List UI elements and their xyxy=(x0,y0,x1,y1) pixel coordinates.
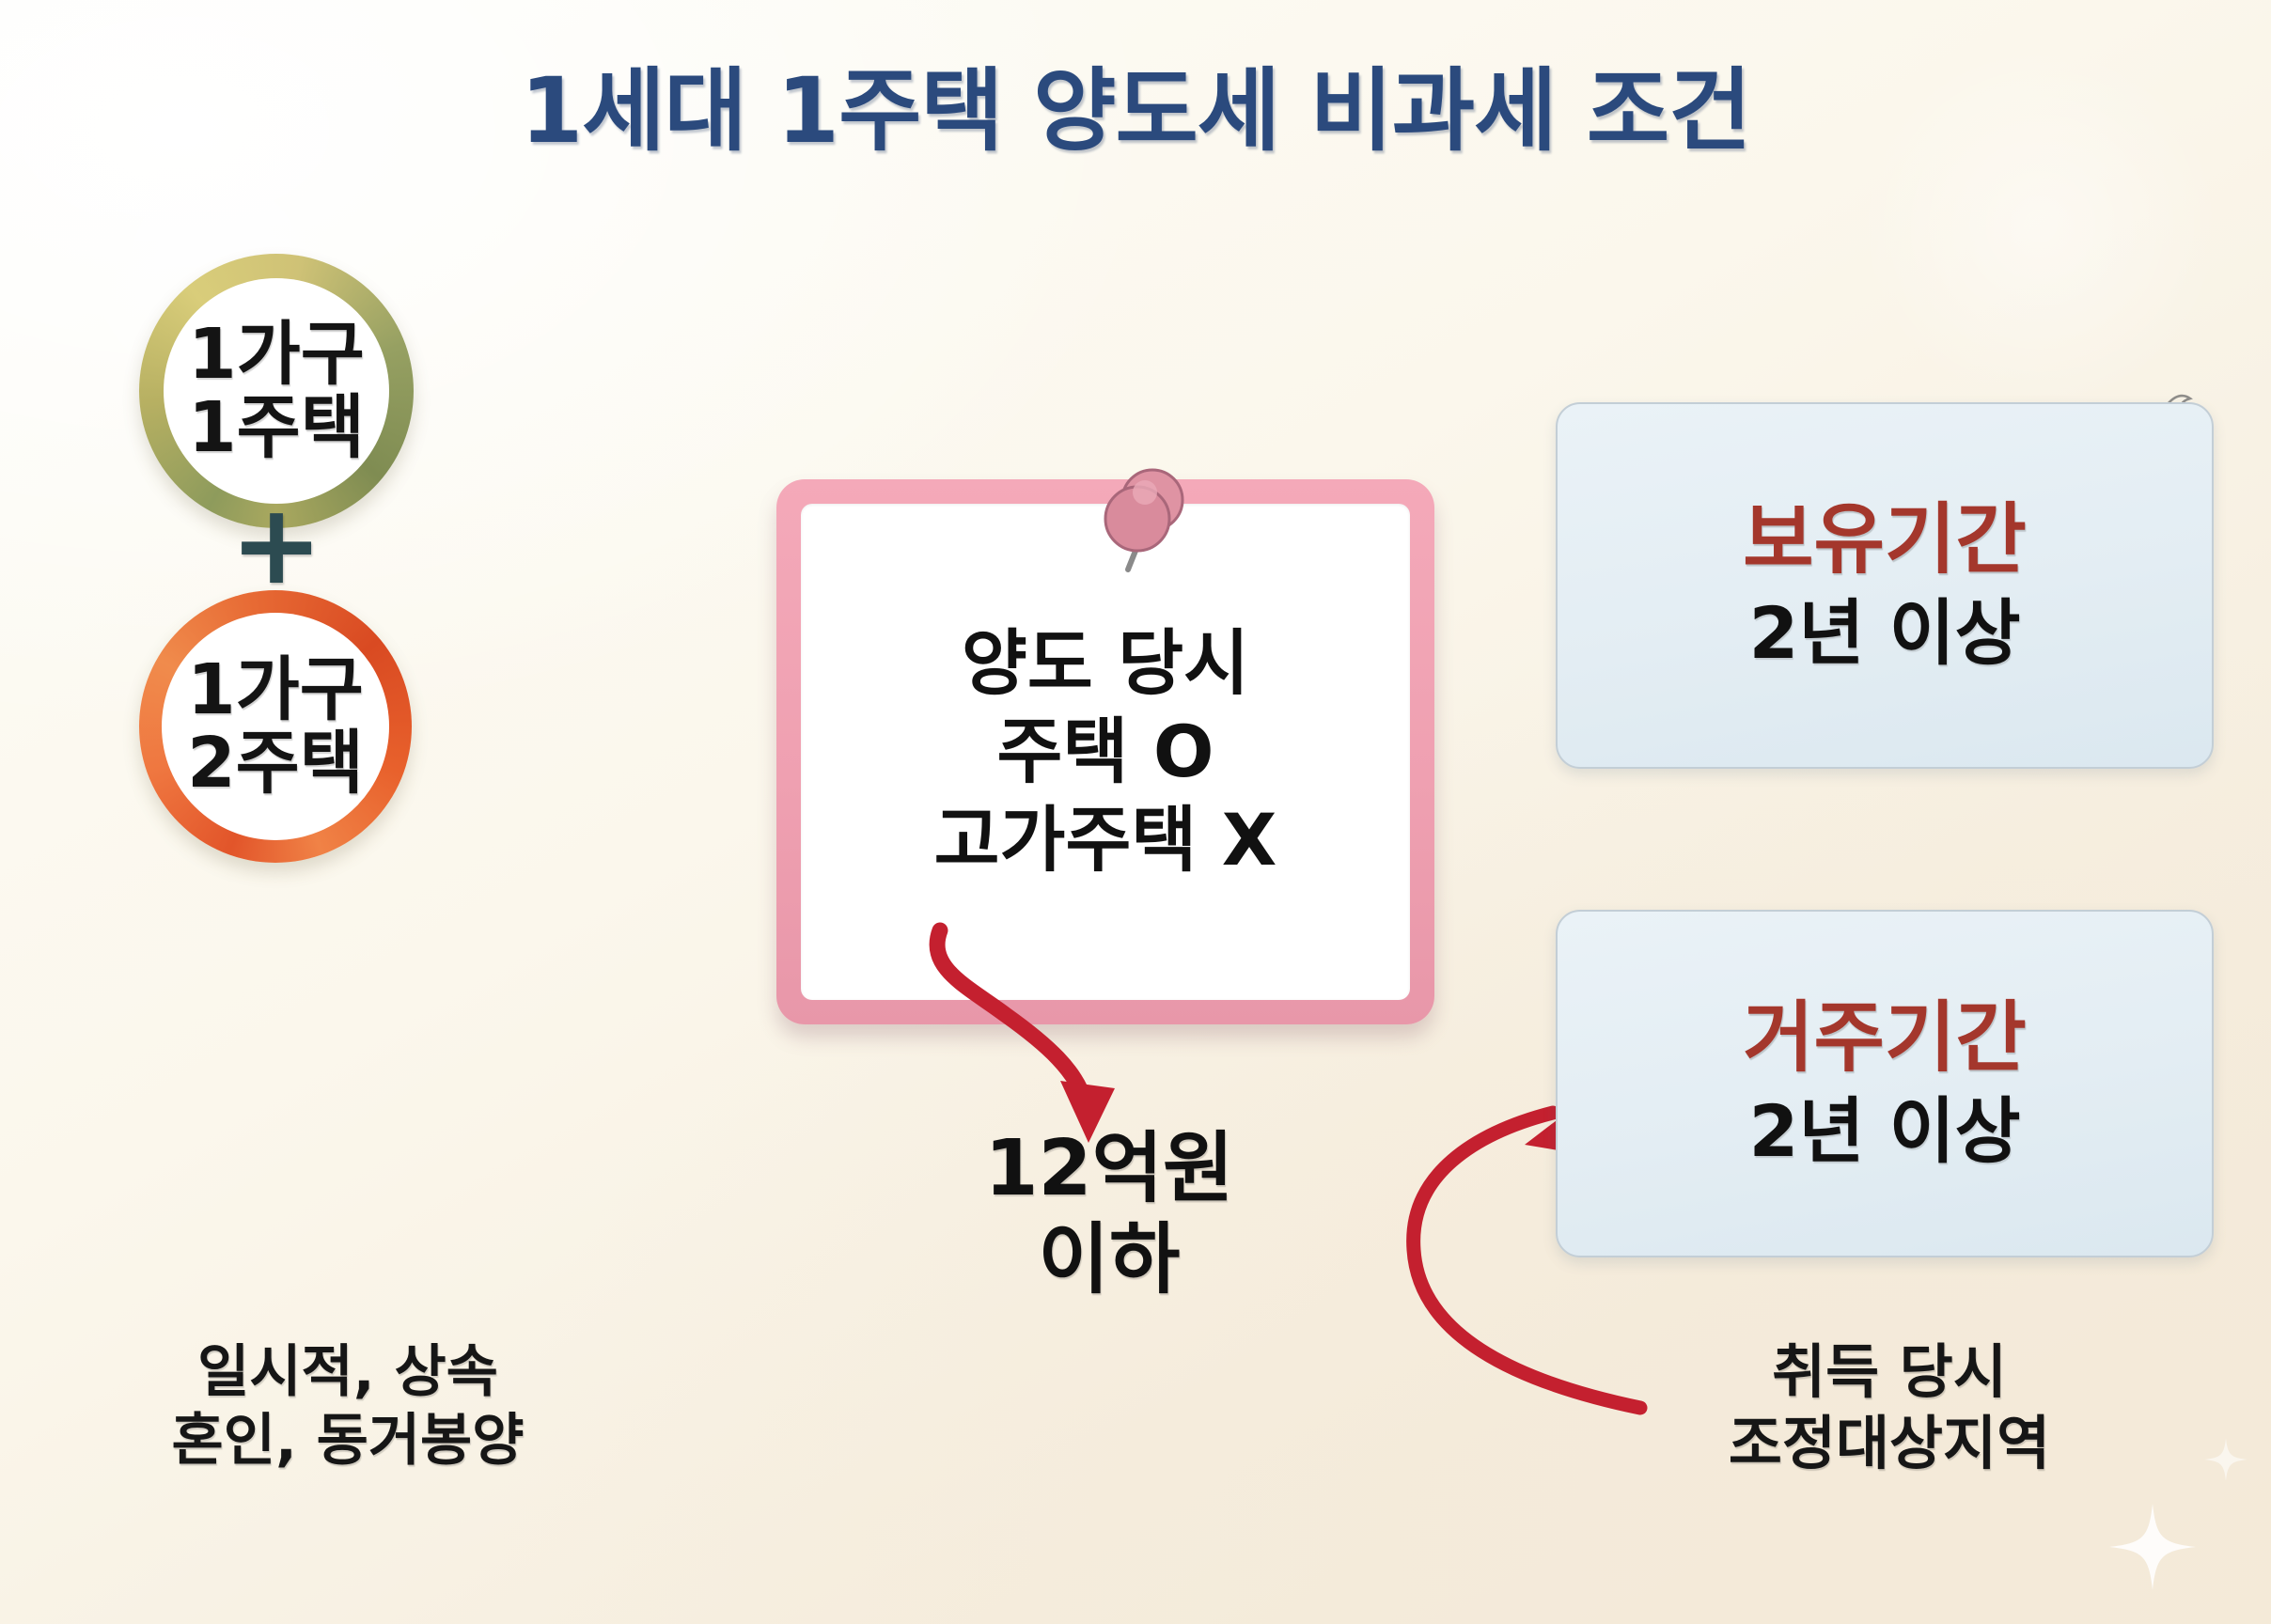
circle-orange-line2: 2주택 xyxy=(187,723,364,804)
residence-period-heading: 거주기간 xyxy=(1743,993,2027,1084)
circle-green-inner: 1가구 1주택 xyxy=(164,278,389,504)
sparkle-star-icon xyxy=(2109,1504,2196,1590)
card-line2: 주택 O xyxy=(996,709,1214,793)
amount-line1: 12억원 xyxy=(984,1124,1234,1213)
left-note-line2: 혼인, 동거봉양 xyxy=(171,1408,525,1475)
right-note-line2: 조정대상지역 xyxy=(1728,1408,2051,1477)
right-note-line1: 취득 당시 xyxy=(1772,1337,2007,1406)
residence-period-box: 거주기간 2년 이상 xyxy=(1556,910,2214,1257)
left-exception-note: 일시적, 상속 혼인, 동거봉양 xyxy=(56,1338,639,1476)
holding-period-heading: 보유기간 xyxy=(1743,495,2027,586)
circle-green-line1: 1가구 xyxy=(188,313,365,395)
pushpin-icon xyxy=(1104,468,1184,572)
amount-line2: 이하 xyxy=(1038,1214,1181,1304)
circle-orange-line1: 1가구 xyxy=(187,648,364,730)
page-title: 1세대 1주택 양도세 비과세 조건 xyxy=(520,58,1751,164)
card-line1: 양도 당시 xyxy=(961,620,1250,705)
circle-green-line2: 1주택 xyxy=(188,387,365,468)
price-limit-note: 12억원 이하 xyxy=(912,1124,1307,1306)
circle-one-household-two-houses: 1가구 2주택 xyxy=(139,590,412,863)
residence-period-value: 2년 이상 xyxy=(1748,1089,2021,1174)
left-note-line1: 일시적, 상속 xyxy=(197,1339,498,1405)
transfer-condition-card-inner: 양도 당시 주택 O 고가주택 X xyxy=(801,504,1410,1000)
circle-orange-inner: 1가구 2주택 xyxy=(162,613,389,840)
card-line3: 고가주택 X xyxy=(933,798,1277,882)
holding-period-box: 보유기간 2년 이상 xyxy=(1556,402,2214,769)
plus-icon: + xyxy=(229,479,323,609)
circle-one-household-one-house: 1가구 1주택 xyxy=(139,254,414,528)
holding-period-value: 2년 이상 xyxy=(1748,591,2021,676)
transfer-condition-card: 양도 당시 주택 O 고가주택 X xyxy=(776,479,1434,1024)
right-acquisition-note: 취득 당시 조정대상지역 xyxy=(1542,1336,2237,1478)
